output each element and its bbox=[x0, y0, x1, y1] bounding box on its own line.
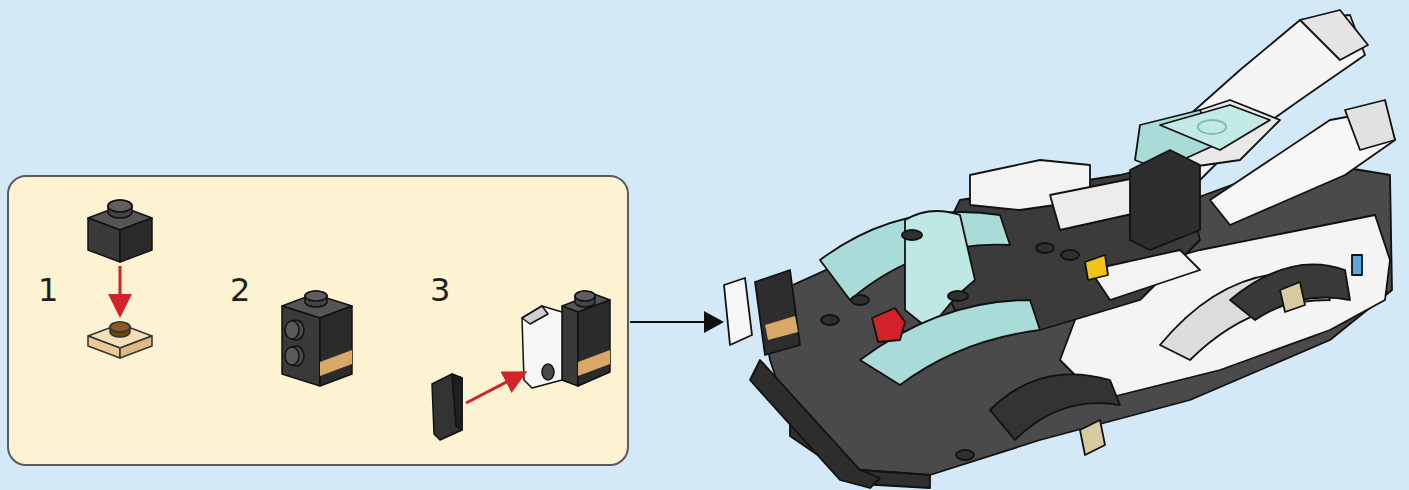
step-number: 1 bbox=[38, 274, 58, 306]
trans-plate bbox=[88, 322, 152, 358]
step-number-holder: 2 bbox=[230, 274, 250, 306]
assembly-arrow bbox=[466, 374, 522, 403]
step-number: 3 bbox=[430, 274, 450, 306]
step-panel bbox=[8, 176, 628, 465]
assembly-arrow bbox=[119, 266, 122, 312]
slope-tile bbox=[432, 374, 462, 440]
pointer-arrow bbox=[630, 321, 705, 323]
brick-1x1 bbox=[88, 200, 152, 262]
brick-side-studs bbox=[282, 291, 352, 386]
race-car bbox=[724, 10, 1395, 488]
pointer-arrowhead bbox=[704, 311, 724, 333]
step-number-holder: 3 bbox=[430, 274, 450, 306]
step-number-holder: 1 bbox=[38, 274, 58, 306]
step-number: 2 bbox=[230, 274, 250, 306]
brick-with-slope bbox=[522, 291, 610, 388]
